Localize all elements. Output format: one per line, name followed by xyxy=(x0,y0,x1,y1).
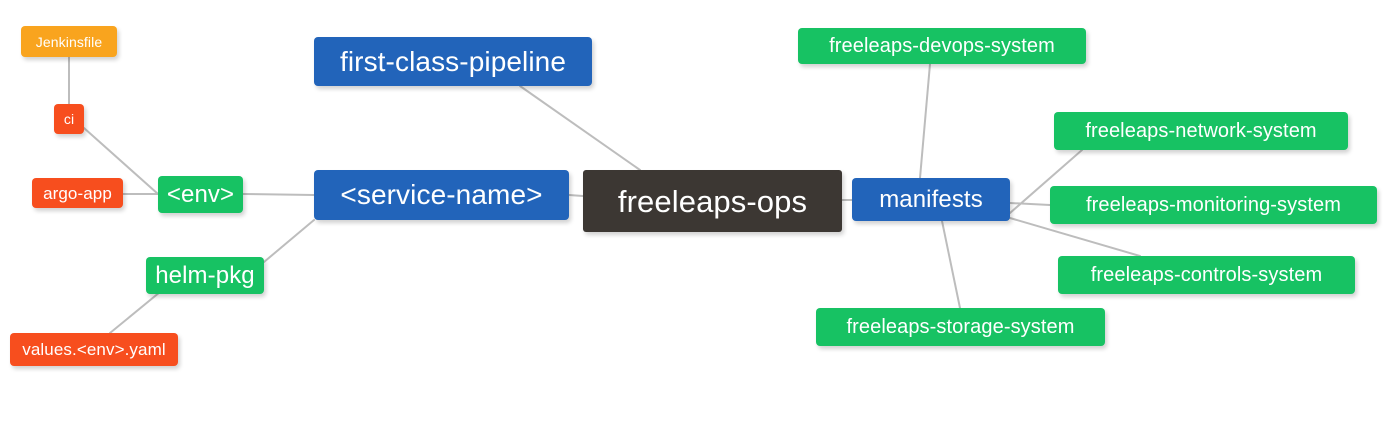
node-env[interactable]: <env> xyxy=(158,176,243,213)
node-freeleaps-monitoring-system[interactable]: freeleaps-monitoring-system xyxy=(1050,186,1377,224)
edge-manifests-to-freeleaps-monitoring-system xyxy=(1009,202,1051,206)
node-freeleaps-storage-system[interactable]: freeleaps-storage-system xyxy=(816,308,1105,346)
edge-manifests-to-freeleaps-storage-system xyxy=(941,220,961,309)
node-argo-app[interactable]: argo-app xyxy=(32,178,123,208)
edge-env-to-service-name xyxy=(242,193,315,196)
edge-service-name-to-freeleaps-ops xyxy=(568,194,584,197)
edge-helm-pkg-to-values-yaml xyxy=(109,291,161,334)
edge-first-class-pipeline-to-freeleaps-ops xyxy=(519,85,641,171)
node-manifests[interactable]: manifests xyxy=(852,178,1010,221)
node-freeleaps-ops[interactable]: freeleaps-ops xyxy=(583,170,842,232)
node-first-class-pipeline[interactable]: first-class-pipeline xyxy=(314,37,592,86)
node-values-yaml[interactable]: values.<env>.yaml xyxy=(10,333,178,366)
node-ci[interactable]: ci xyxy=(54,104,84,134)
node-freeleaps-network-system[interactable]: freeleaps-network-system xyxy=(1054,112,1348,150)
node-service-name[interactable]: <service-name> xyxy=(314,170,569,220)
edge-service-name-to-helm-pkg xyxy=(263,219,315,263)
node-freeleaps-controls-system[interactable]: freeleaps-controls-system xyxy=(1058,256,1355,294)
node-helm-pkg[interactable]: helm-pkg xyxy=(146,257,264,294)
edge-manifests-to-freeleaps-devops-system xyxy=(919,63,931,179)
node-freeleaps-devops-system[interactable]: freeleaps-devops-system xyxy=(798,28,1086,64)
node-jenkinsfile[interactable]: Jenkinsfile xyxy=(21,26,117,57)
